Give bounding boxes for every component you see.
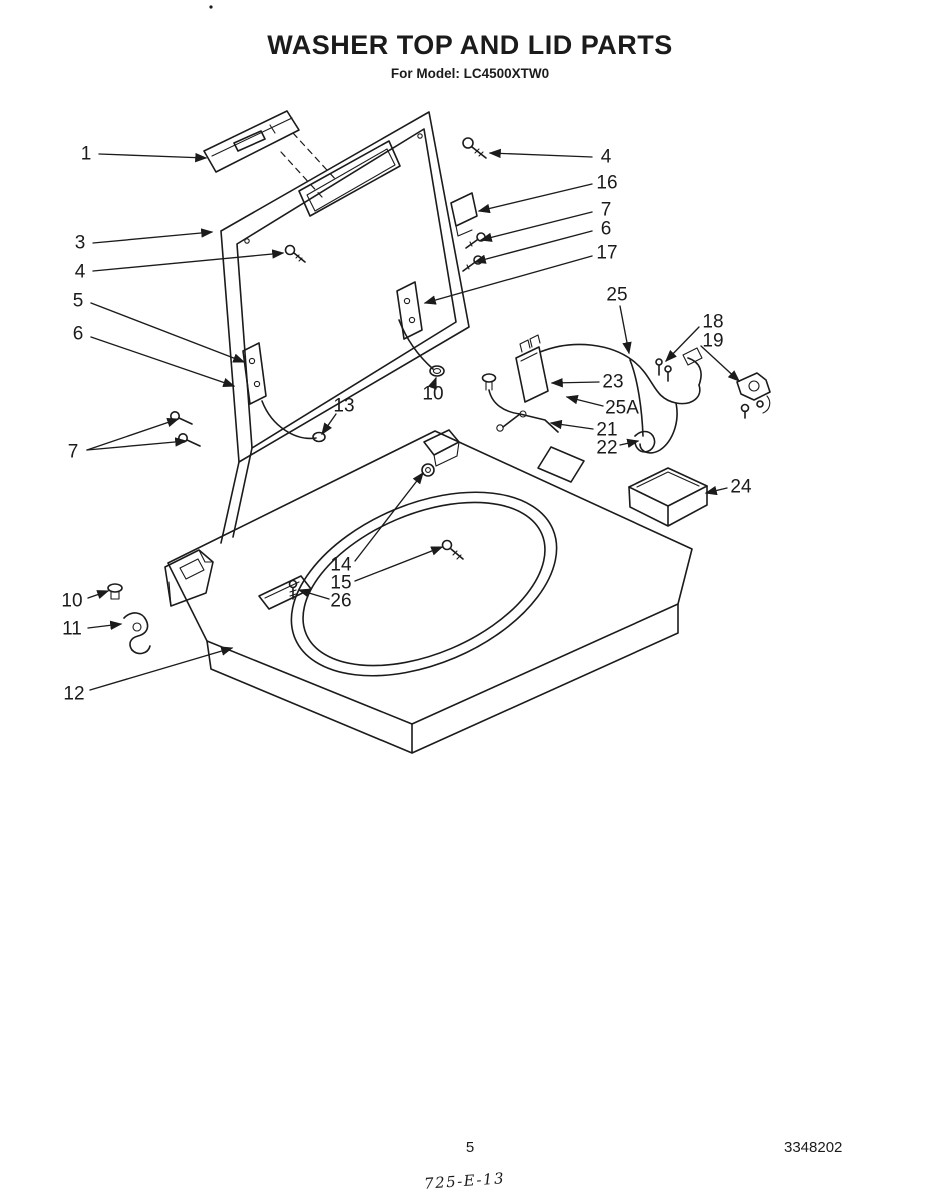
callout-4-2: 4 (74, 261, 86, 283)
callout-23-22: 23 (602, 371, 624, 393)
callout-11-7: 11 (62, 618, 82, 640)
left-small-parts (107, 583, 151, 655)
callout-16-15: 16 (596, 172, 618, 194)
callout-13-9: 13 (333, 395, 355, 417)
callout-leader-lines (86, 148, 740, 691)
scan-dot (209, 5, 213, 9)
callout-7-5: 7 (67, 441, 79, 463)
callout-21-24: 21 (596, 419, 618, 441)
callout-10-10: 10 (422, 383, 444, 405)
callout-3-1: 3 (74, 232, 86, 254)
callout-15-12: 15 (330, 572, 352, 594)
lid-trim-part (203, 110, 300, 173)
top-panel (164, 373, 693, 754)
lid-assembly (170, 111, 487, 544)
callout-6-4: 6 (72, 323, 84, 345)
lid-handle-recess (298, 140, 401, 217)
callout-24-26: 24 (730, 476, 752, 498)
alignment-dashes (280, 132, 338, 198)
switch-harness-assembly (496, 334, 771, 527)
callout-25-19: 25 (606, 284, 628, 306)
page-title: WASHER TOP AND LID PARTS (267, 30, 673, 60)
callout-7-16: 7 (600, 199, 612, 221)
lid-opening-oval (290, 491, 558, 677)
callout-6-17: 6 (600, 218, 612, 240)
callout-10-6: 10 (61, 590, 83, 612)
callout-5-3: 5 (72, 290, 84, 312)
callout-4-14: 4 (600, 146, 612, 168)
document-number: 3348202 (784, 1139, 843, 1156)
callout-25A-23: 25A (605, 397, 639, 419)
page-number: 5 (465, 1139, 475, 1156)
callout-14-11: 14 (330, 554, 352, 576)
model-subtitle: For Model: LC4500XTW0 (390, 66, 550, 81)
callout-1-0: 1 (80, 143, 92, 165)
callout-12-8: 12 (63, 683, 85, 705)
callout-19-21: 19 (702, 330, 724, 352)
callout-17-18: 17 (596, 242, 618, 264)
callout-22-25: 22 (596, 437, 618, 459)
callout-18-20: 18 (702, 311, 724, 333)
callout-26-13: 26 (330, 590, 352, 612)
